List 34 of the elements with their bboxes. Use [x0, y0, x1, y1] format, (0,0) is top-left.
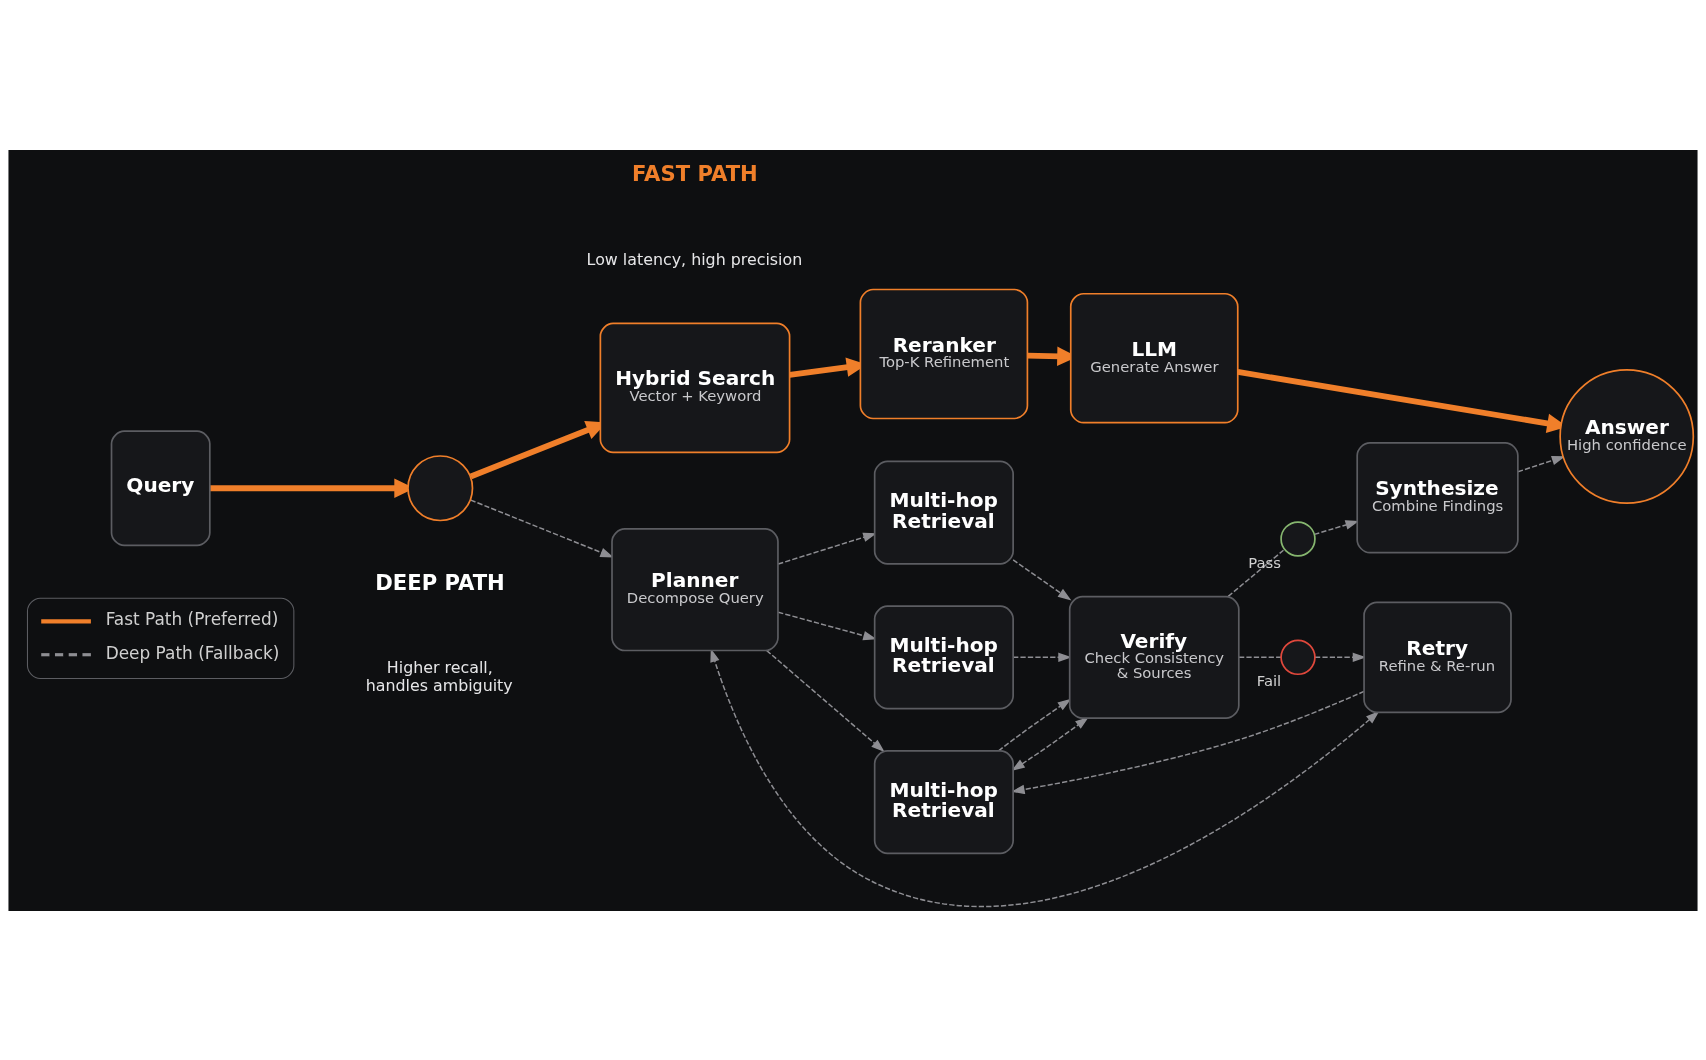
node-box: Multi-hop Retrieval: [873, 604, 1014, 709]
label: Higher recall, handles ambiguity: [365, 657, 513, 695]
connector: [1238, 656, 1282, 658]
connector: [1227, 548, 1286, 597]
node-box: Planner Decompose Query: [611, 527, 779, 651]
arrow: [1012, 652, 1072, 662]
node-box: Multi-hop Retrieval: [873, 749, 1014, 854]
legend-label: Deep Path (Fallback): [105, 642, 280, 663]
label: DEEP PATH: [375, 569, 505, 595]
arrow: [470, 498, 614, 558]
arrow: [777, 532, 877, 565]
arrow: [1011, 716, 1089, 771]
node-label: Pass: [1248, 553, 1282, 571]
arrow: [710, 648, 1380, 907]
node-box: Reranker Top-K Refinement: [859, 288, 1029, 419]
node-circle: [1280, 639, 1316, 675]
node-box: Synthesize Combine Findings: [1356, 441, 1519, 554]
arrow: [766, 649, 885, 752]
node-circle: [407, 454, 474, 521]
node-box: Hybrid Search Vector + Keyword: [599, 322, 791, 453]
label: Low latency, high precision: [586, 249, 803, 269]
arrow: [1011, 690, 1365, 794]
node-box: Query: [110, 429, 211, 546]
arrow: [1012, 558, 1072, 600]
label: FAST PATH: [632, 160, 758, 186]
node-box: Verify Check Consistency & Sources: [1068, 595, 1240, 719]
node-box: LLM Generate Answer: [1069, 292, 1239, 424]
legend-label: Fast Path (Preferred): [105, 608, 279, 629]
arrow: [777, 611, 877, 640]
node-circle: [1280, 520, 1316, 557]
node-label: Fail: [1256, 671, 1282, 689]
node-circle: Answer High confidence: [1559, 368, 1695, 504]
node-box: Multi-hop Retrieval: [873, 459, 1014, 565]
node-box: Retry Refine & Re-run: [1363, 601, 1512, 713]
